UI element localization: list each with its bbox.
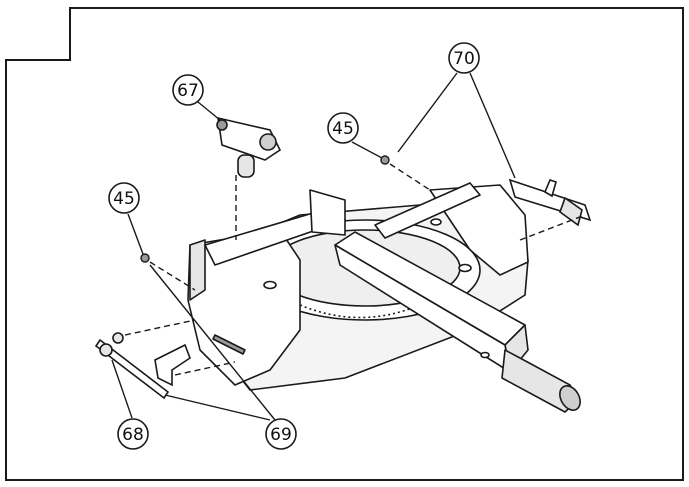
callout-68-label: 68 [122, 425, 144, 445]
callout-45-left-label: 45 [113, 189, 135, 209]
callout-45-top: 45 [327, 112, 359, 144]
screw-45-left [140, 253, 150, 263]
callout-67-label: 67 [177, 81, 199, 101]
part-70-stopper [508, 178, 592, 227]
screw-45-top [380, 155, 390, 165]
callout-45-top-label: 45 [332, 119, 354, 139]
callout-69: 69 [265, 418, 297, 450]
leader-lines [111, 72, 516, 421]
callout-67: 67 [172, 74, 204, 106]
callout-68: 68 [117, 418, 149, 450]
part-69-bracket [154, 343, 191, 387]
saw-base [187, 182, 581, 413]
part-68-rod [94, 332, 170, 400]
part-67-clamp [216, 116, 282, 178]
callout-69-label: 69 [270, 425, 292, 445]
callout-70-label: 70 [453, 49, 475, 69]
callout-45-left: 45 [108, 182, 140, 214]
diagram-frame [5, 7, 684, 481]
callout-70: 70 [448, 42, 480, 74]
